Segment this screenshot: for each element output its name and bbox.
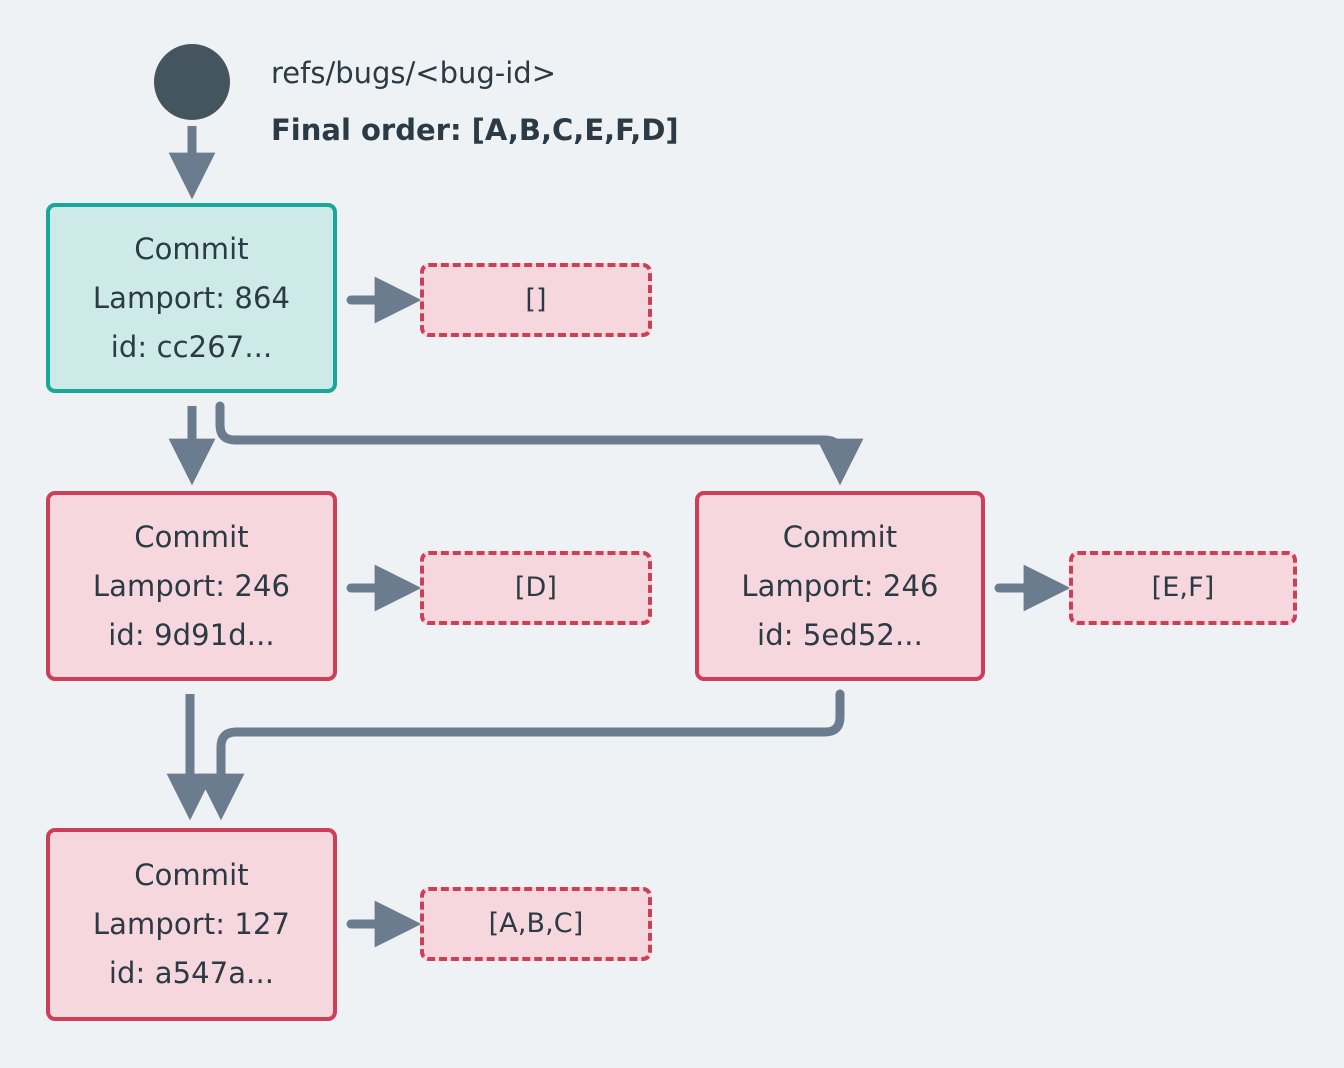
- note-label: [D]: [514, 572, 558, 603]
- note-label: [A,B,C]: [488, 908, 584, 939]
- note-box-a547a[interactable]: [A,B,C]: [420, 887, 652, 961]
- commit-id: id: 9d91d...: [108, 617, 275, 652]
- commit-node-5ed52[interactable]: Commit Lamport: 246 id: 5ed52...: [695, 491, 985, 681]
- commit-lamport: Lamport: 246: [92, 568, 291, 603]
- edge-commit-5ed52-to-commit-a547a: [197, 689, 845, 821]
- commit-node-cc267[interactable]: Commit Lamport: 864 id: cc267...: [46, 203, 337, 393]
- commit-lamport: Lamport: 127: [92, 907, 291, 941]
- edge-commit-cc267-to-commit-5ed52: [215, 401, 864, 486]
- commit-id: id: 5ed52...: [757, 617, 923, 652]
- commit-id: id: cc267...: [110, 329, 273, 364]
- root-dot: [154, 44, 230, 120]
- note-box-cc267[interactable]: []: [420, 263, 652, 337]
- commit-title: Commit: [134, 858, 249, 892]
- commit-title: Commit: [134, 231, 249, 266]
- note-label: []: [525, 284, 547, 315]
- note-label: [E,F]: [1151, 572, 1215, 603]
- commit-node-a547a[interactable]: Commit Lamport: 127 id: a547a...: [46, 828, 337, 1021]
- note-box-5ed52[interactable]: [E,F]: [1069, 551, 1297, 625]
- commit-lamport: Lamport: 246: [741, 568, 939, 603]
- note-box-9d91d[interactable]: [D]: [420, 551, 652, 625]
- commit-node-9d91d[interactable]: Commit Lamport: 246 id: 9d91d...: [46, 491, 337, 681]
- commit-title: Commit: [134, 519, 249, 554]
- commit-id: id: a547a...: [108, 956, 275, 990]
- ref-label: refs/bugs/<bug-id>: [271, 56, 557, 90]
- commit-title: Commit: [782, 519, 898, 554]
- final-order-label: Final order: [A,B,C,E,F,D]: [271, 113, 679, 147]
- commit-lamport: Lamport: 864: [92, 280, 291, 315]
